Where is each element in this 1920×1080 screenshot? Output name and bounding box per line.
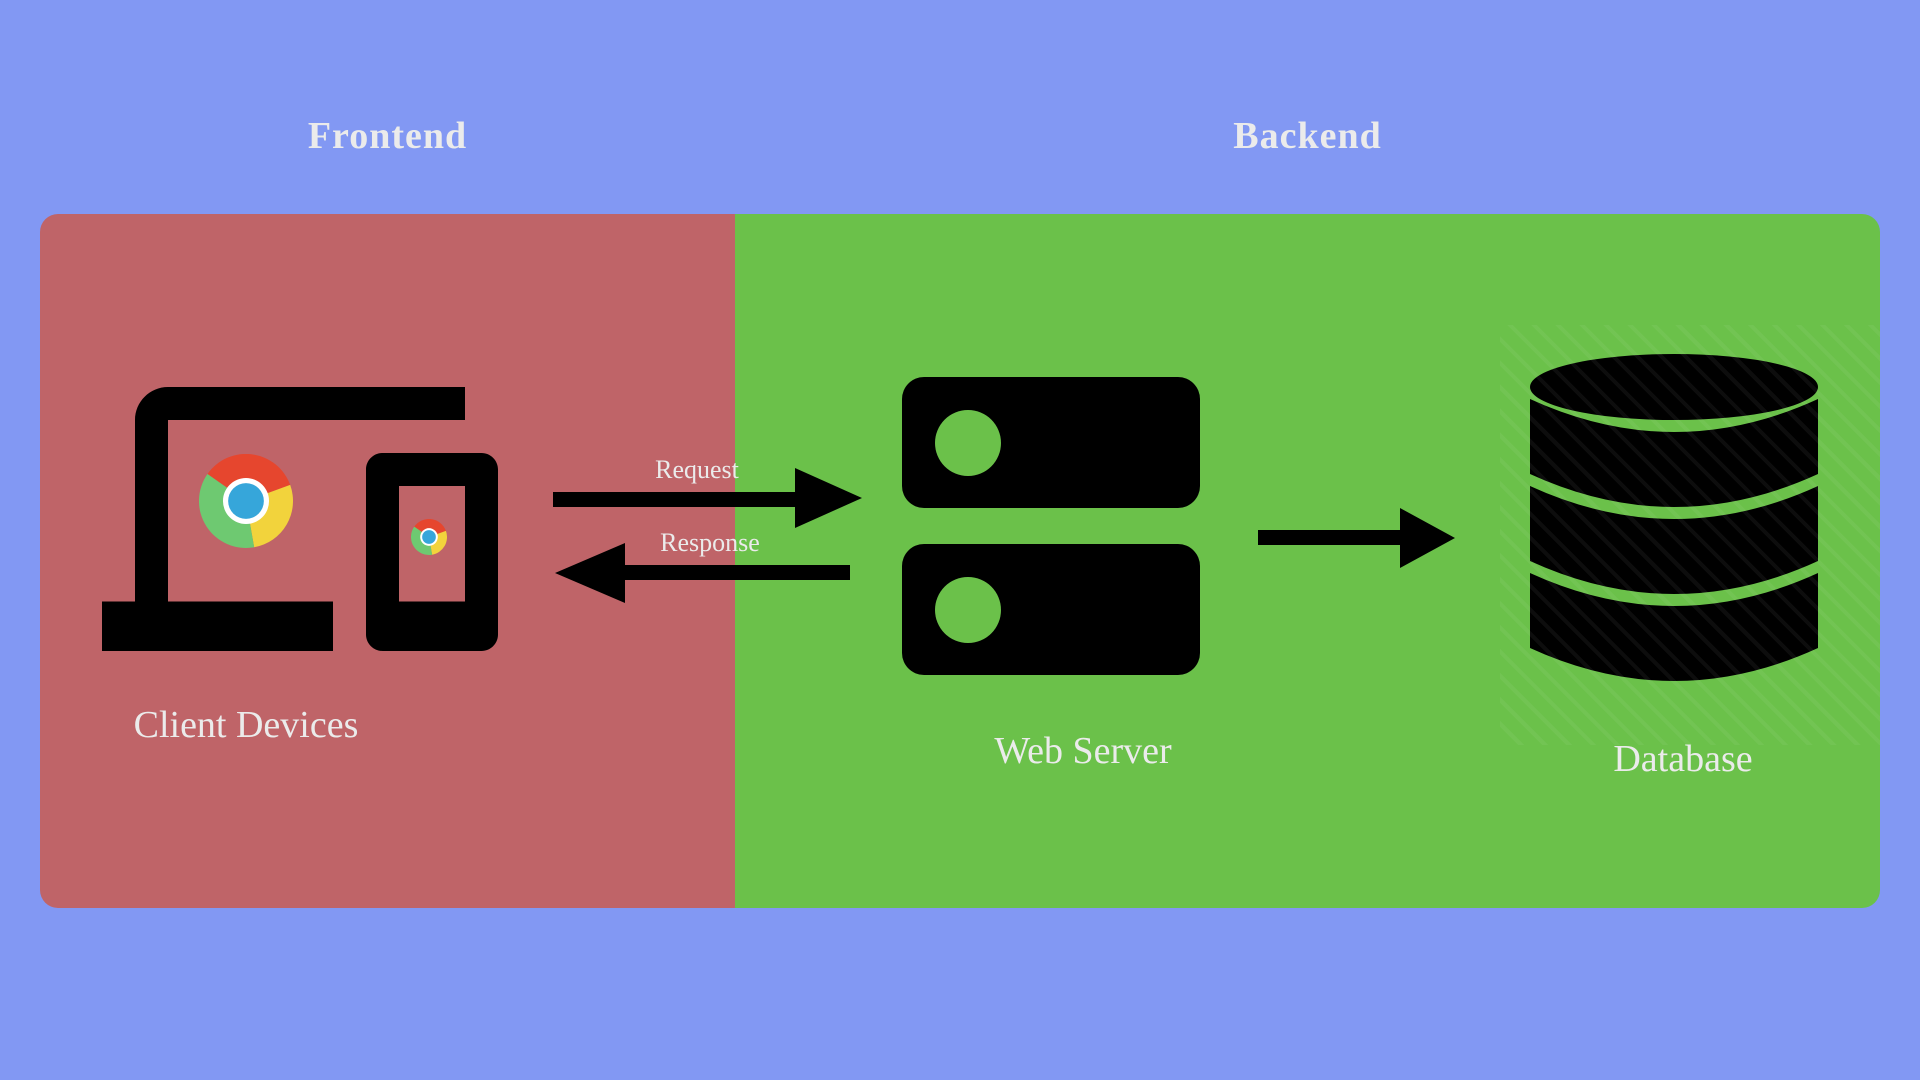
response-flow-label: Response bbox=[660, 528, 760, 557]
frontend-section-label: Frontend bbox=[307, 115, 468, 157]
request-flow-label: Request bbox=[655, 455, 739, 484]
database-cylinder-icon bbox=[1530, 354, 1818, 681]
chrome-logo-small-icon bbox=[411, 519, 447, 555]
web-server-label: Web Server bbox=[994, 730, 1172, 772]
devices-icon bbox=[102, 387, 498, 651]
client-devices-label: Client Devices bbox=[133, 704, 359, 746]
chrome-logo-icon bbox=[199, 454, 293, 548]
database-label: Database bbox=[1613, 738, 1753, 780]
backend-section-label: Backend bbox=[1233, 115, 1382, 157]
server-rack-icon bbox=[902, 377, 1200, 675]
